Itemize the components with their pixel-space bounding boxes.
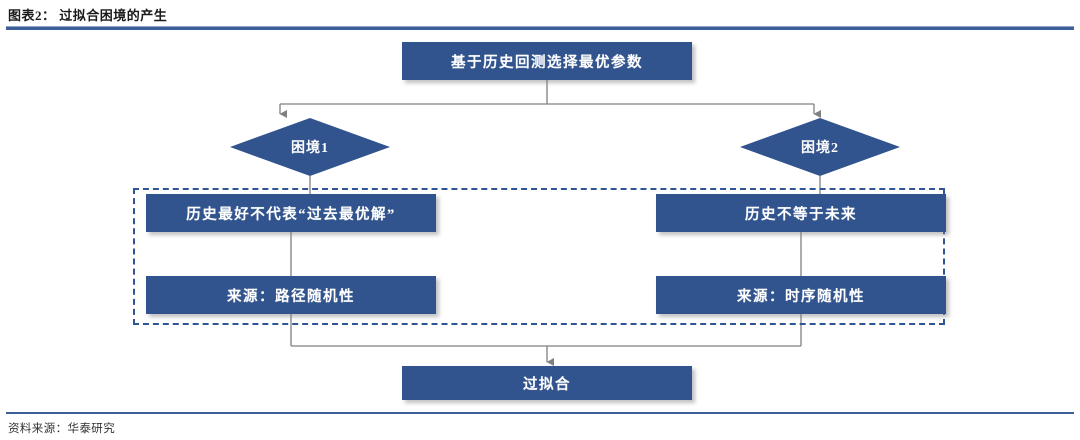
node-history-not-future[interactable]: 历史不等于未来 [656, 194, 946, 232]
node-dilemma-1[interactable]: 困境1 [230, 118, 390, 176]
dilemma-group-box [133, 188, 945, 325]
node-source-time-randomness[interactable]: 来源：时序随机性 [656, 276, 946, 314]
node-dilemma-2-label: 困境2 [801, 141, 839, 156]
node-dilemma-2[interactable]: 困境2 [740, 118, 900, 176]
node-history-best-not-optimal[interactable]: 历史最好不代表“过去最优解” [146, 194, 436, 232]
flowchart-canvas: 基于历史回测选择最优参数 困境1 困境2 历史最好不代表“过去最优解” 历史不等… [0, 30, 1080, 410]
title-divider [6, 26, 1074, 30]
node-source-path-randomness[interactable]: 来源：路径随机性 [146, 276, 436, 314]
node-overfitting[interactable]: 过拟合 [402, 366, 692, 400]
node-top-backtest-params[interactable]: 基于历史回测选择最优参数 [402, 42, 692, 80]
connector-lines [279, 80, 821, 366]
source-note: 资料来源：华泰研究 [8, 423, 116, 435]
page-title: 图表2： 过拟合困境的产生 [8, 8, 168, 23]
node-dilemma-1-label: 困境1 [291, 141, 329, 156]
source-divider [6, 412, 1074, 414]
